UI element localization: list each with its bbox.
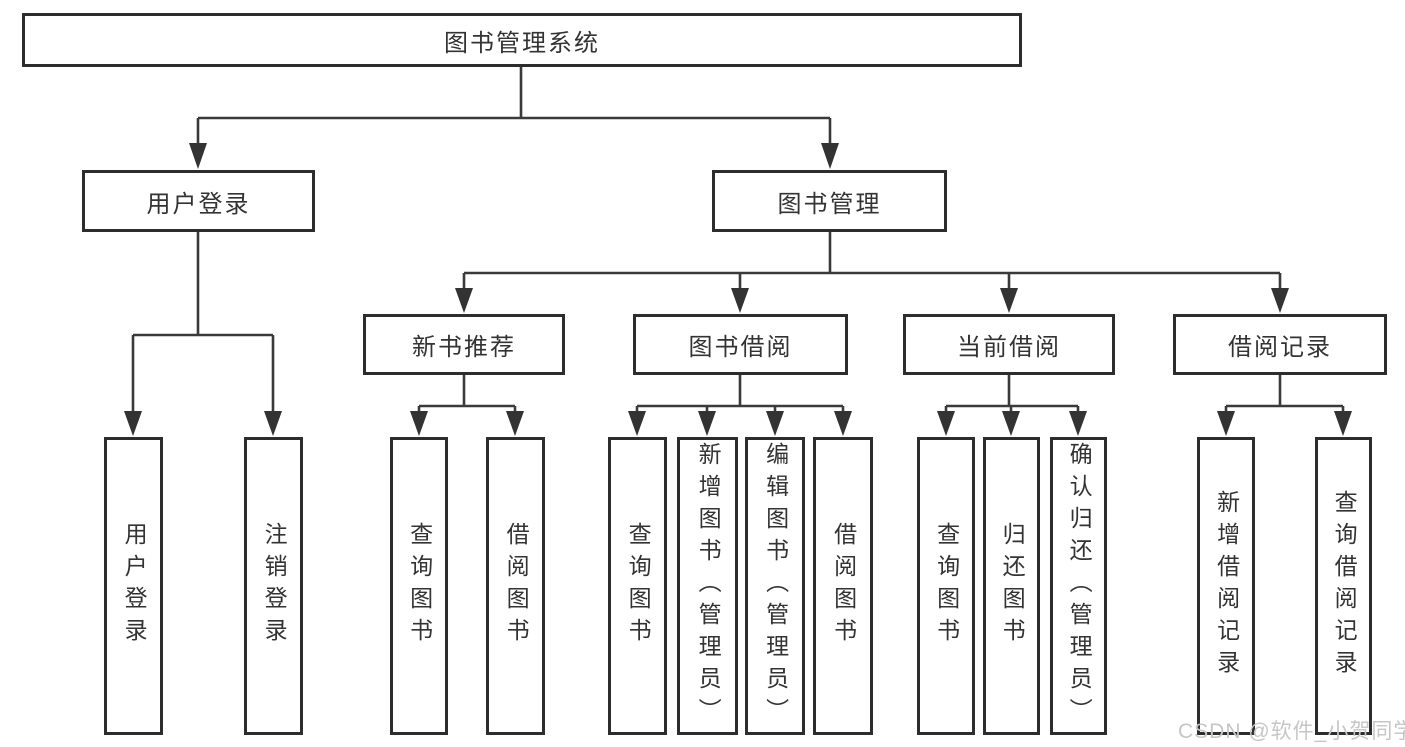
node-user-login: 用户登录 — [82, 170, 315, 232]
arrowhead — [834, 411, 852, 436]
connector-root-to-level2 — [196, 67, 832, 145]
connector-newbook-to-leaves — [417, 375, 517, 413]
leaf-records-add-record: 新增借阅记录 — [1197, 437, 1255, 735]
leaf-user-login: 用户登录 — [104, 437, 163, 735]
arrowhead — [1002, 411, 1020, 436]
leaf-borrow-query-books: 查询图书 — [608, 437, 667, 735]
leaf-logout: 注销登录 — [244, 437, 303, 735]
node-borrow-records: 借阅记录 — [1173, 314, 1387, 375]
node-book-borrow: 图书借阅 — [633, 314, 848, 375]
connector-userlogin-to-leaves — [131, 232, 275, 413]
arrowhead — [455, 288, 473, 313]
arrowhead — [766, 411, 784, 436]
arrowhead — [1334, 411, 1352, 436]
arrowhead — [1271, 288, 1289, 313]
connector-records-to-leaves — [1224, 375, 1345, 413]
leaf-current-query-books: 查询图书 — [917, 437, 975, 735]
watermark: CSDN @软件_小贺同学 — [1178, 720, 1405, 743]
arrowhead — [189, 143, 207, 169]
connector-borrow-to-leaves — [635, 375, 845, 413]
connector-bookmgmt-to-level3 — [462, 232, 1282, 290]
arrowhead — [506, 411, 524, 436]
leaf-newbook-borrow-books: 借阅图书 — [486, 437, 545, 735]
node-current-borrow: 当前借阅 — [903, 314, 1115, 375]
arrowhead — [410, 411, 428, 436]
leaf-borrow-borrow-books: 借阅图书 — [813, 437, 873, 735]
arrowhead — [821, 143, 839, 169]
arrowhead — [698, 411, 716, 436]
leaf-newbook-query-books: 查询图书 — [390, 437, 448, 735]
arrowhead — [124, 411, 142, 436]
node-new-book-recommend: 新书推荐 — [363, 314, 565, 375]
leaf-records-query-record: 查询借阅记录 — [1315, 437, 1372, 735]
leaf-current-confirm-return-admin: 确认归还（管理员） — [1050, 437, 1107, 735]
connector-current-to-leaves — [944, 375, 1080, 413]
arrowhead — [264, 411, 282, 436]
arrowhead — [1069, 411, 1087, 436]
arrowhead — [628, 411, 646, 436]
leaf-current-return-books: 归还图书 — [983, 437, 1040, 735]
leaf-borrow-add-books-admin: 新增图书（管理员） — [677, 437, 738, 735]
leaf-borrow-edit-books-admin: 编辑图书（管理员） — [745, 437, 805, 735]
arrowhead — [731, 288, 749, 313]
node-book-management: 图书管理 — [712, 170, 947, 232]
arrowhead — [1000, 288, 1018, 313]
arrowhead — [937, 411, 955, 436]
arrowhead — [1217, 411, 1235, 436]
node-root-library-system: 图书管理系统 — [22, 13, 1022, 67]
